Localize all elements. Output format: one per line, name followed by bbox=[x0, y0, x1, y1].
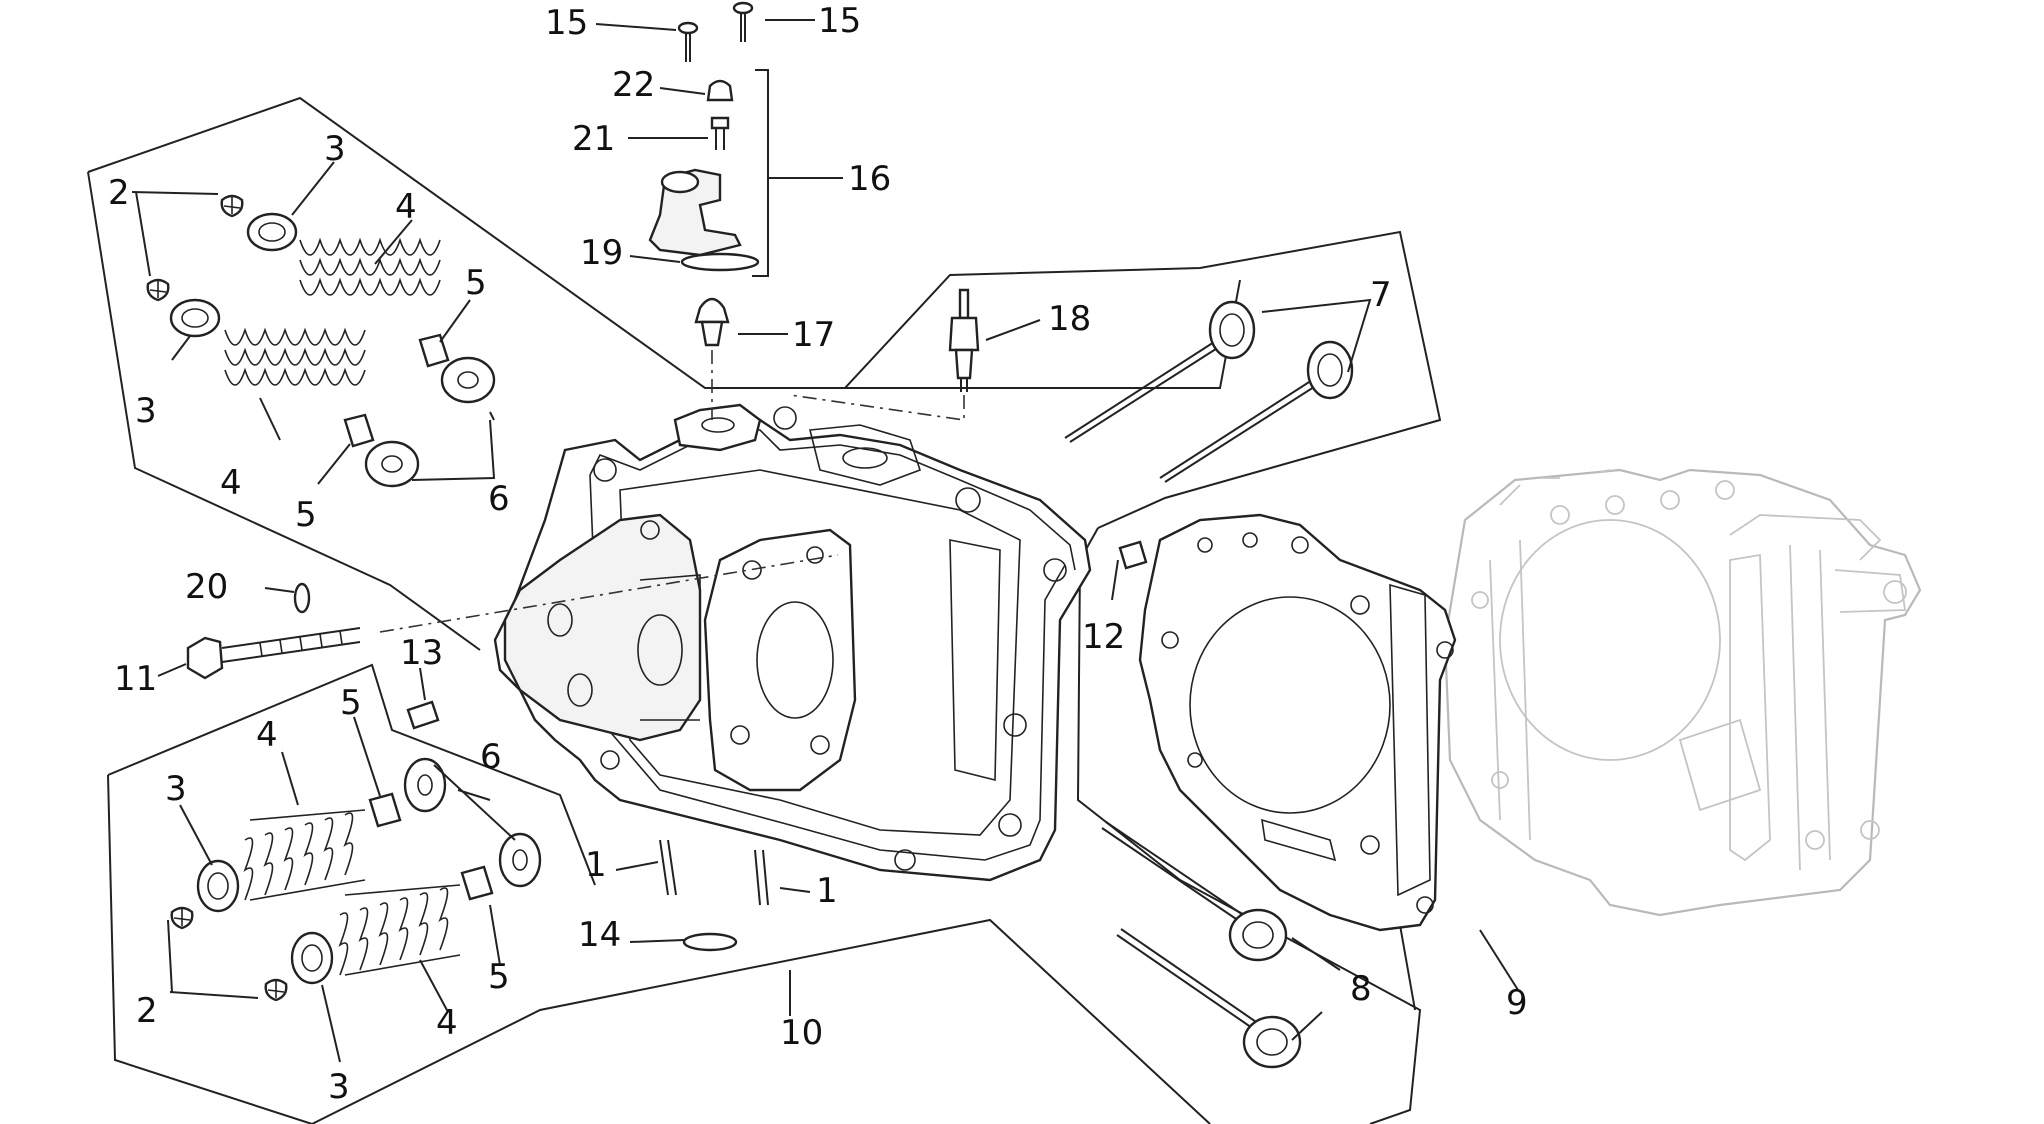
part-number-labels: 15 15 22 21 16 19 17 18 7 2 3 3 4 4 5 5 … bbox=[108, 1, 1528, 1107]
label-11: 11 bbox=[114, 659, 157, 699]
label-3-lower-top: 3 bbox=[165, 769, 187, 809]
cylinder-ghost bbox=[1443, 468, 1922, 917]
label-4-upper-top: 4 bbox=[395, 187, 417, 227]
label-5-lower-top: 5 bbox=[340, 683, 362, 723]
label-3-lower-bottom: 3 bbox=[328, 1067, 350, 1107]
label-1-left: 1 bbox=[585, 845, 607, 885]
label-4-lower-bottom: 4 bbox=[436, 1003, 458, 1043]
label-16: 16 bbox=[848, 159, 891, 199]
assembly-axis-lines bbox=[379, 350, 965, 633]
label-19: 19 bbox=[580, 233, 623, 273]
label-10: 10 bbox=[780, 1013, 823, 1053]
label-5-upper-bottom: 5 bbox=[295, 495, 317, 535]
upper-valve-parts bbox=[146, 194, 496, 488]
label-21: 21 bbox=[572, 119, 615, 159]
label-6-upper: 6 bbox=[488, 479, 510, 519]
lower-valve-parts bbox=[170, 757, 542, 1002]
label-6-lower: 6 bbox=[480, 737, 502, 777]
label-13: 13 bbox=[400, 633, 443, 673]
label-9: 9 bbox=[1506, 983, 1528, 1023]
label-8: 8 bbox=[1350, 969, 1372, 1009]
exhaust-valves bbox=[1064, 300, 1354, 483]
label-5-upper-top: 5 bbox=[465, 263, 487, 303]
label-3-upper-bottom: 3 bbox=[135, 391, 157, 431]
label-2-lower: 2 bbox=[136, 991, 158, 1031]
intake-valves bbox=[1101, 821, 1302, 1069]
group-outline-lines bbox=[87, 96, 1442, 1124]
label-22: 22 bbox=[612, 65, 655, 105]
label-4-lower-top: 4 bbox=[256, 715, 278, 755]
label-4-upper-bottom: 4 bbox=[220, 463, 242, 503]
label-18: 18 bbox=[1048, 299, 1091, 339]
label-5-lower-bottom: 5 bbox=[488, 957, 510, 997]
label-3-upper-top: 3 bbox=[324, 129, 346, 169]
thermostat-stack bbox=[648, 1, 980, 392]
label-14: 14 bbox=[578, 915, 621, 955]
misc-parts bbox=[186, 540, 1148, 952]
label-12: 12 bbox=[1082, 617, 1125, 657]
label-7: 7 bbox=[1370, 275, 1392, 315]
label-17: 17 bbox=[792, 315, 835, 355]
label-1-right: 1 bbox=[816, 871, 838, 911]
label-20: 20 bbox=[185, 567, 228, 607]
label-15-left: 15 bbox=[545, 3, 588, 43]
label-15-right: 15 bbox=[818, 1, 861, 41]
cylinder-head bbox=[493, 403, 1092, 882]
head-gasket bbox=[1138, 513, 1457, 932]
leader-lines bbox=[131, 19, 1519, 1063]
label-2-upper: 2 bbox=[108, 173, 130, 213]
